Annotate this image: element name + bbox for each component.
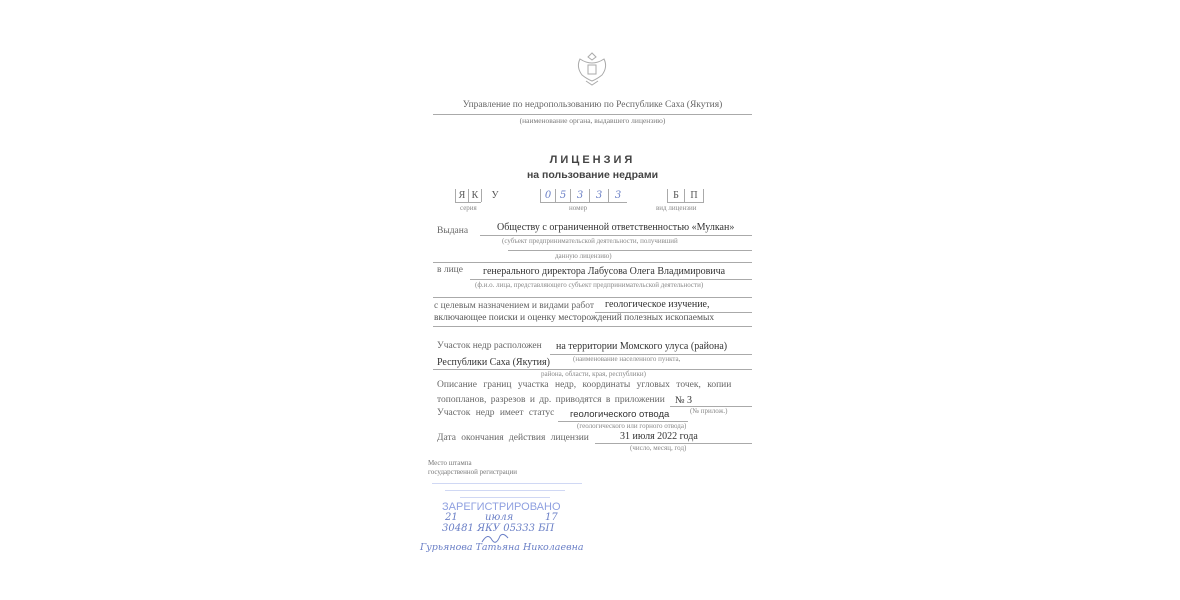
document-title: ЛИЦЕНЗИЯ [549, 154, 636, 166]
stamp-place-label: Место штампа [428, 459, 472, 467]
stamp-date-month: июля [485, 512, 514, 523]
stamp-date-year: 17 [545, 512, 558, 523]
number-digit: 3 [608, 189, 627, 203]
registrar-name: Гурьянова Татьяна Николаевна [420, 542, 584, 553]
registration-number: 30481 ЯКУ 05333 БП [442, 523, 555, 534]
series-char: У [481, 189, 508, 202]
type-char: Б [667, 189, 684, 203]
appendix-value: № 3 [675, 395, 693, 406]
signature-mark [481, 533, 509, 543]
document-subtitle: на пользование недрами [526, 169, 659, 181]
status-caption: (геологического или горного отвода) [577, 422, 687, 430]
person-label: в лице [437, 265, 463, 275]
series-char: Я [455, 189, 468, 203]
expiry-label: Дата окончания действия лицензии [437, 433, 589, 443]
appendix-caption: (№ прилож.) [690, 407, 728, 415]
location-value-1: на территории Момского улуса (района) [556, 341, 728, 352]
purpose-value-1: геологическое изучение, [605, 299, 710, 310]
boundary-text-2: топопланов, разрезов и др. приводятся в … [437, 395, 665, 405]
location-label: Участок недр расположен [437, 341, 542, 351]
number-digit: 0 [540, 189, 555, 203]
issued-caption-2: данную лицензию) [555, 252, 612, 260]
stamp-title: ЗАРЕГИСТРИРОВАНО [442, 501, 561, 513]
series-char: К [468, 189, 481, 203]
person-caption: (ф.и.о. лица, представляющего субъект пр… [475, 281, 704, 289]
expiry-value: 31 июля 2022 года [620, 431, 698, 442]
status-label: Участок недр имеет статус [437, 408, 555, 418]
type-label: вид лицензии [656, 204, 697, 212]
stamp-place-label-2: государственной регистрации [428, 468, 517, 476]
number-label: номер [569, 204, 588, 212]
expiry-caption: (число, месяц, год) [630, 444, 687, 452]
location-caption-2: района, области, края, республики) [541, 370, 646, 378]
number-digit: 3 [589, 189, 608, 203]
status-value: геологического отвода [570, 409, 670, 420]
issued-to-value: Обществу с ограниченной ответственностью… [497, 222, 735, 233]
number-digit: 3 [570, 189, 589, 203]
authority-caption: (наименование органа, выдавшего лицензию… [519, 116, 666, 125]
issuing-authority: Управление по недропользованию по Респуб… [462, 100, 723, 110]
location-caption-1: (наименование населенного пункта, [573, 355, 681, 363]
number-digit: 5 [555, 189, 570, 203]
purpose-label: с целевым назначением и видами работ [434, 301, 594, 311]
boundary-text-1: Описание границ участка недр, координаты… [437, 380, 732, 390]
series-label: серия [460, 204, 477, 212]
issued-label: Выдана [437, 226, 469, 236]
person-value: генерального директора Лабусова Олега Вл… [483, 266, 726, 277]
purpose-value-2: включающее поиски и оценку месторождений… [434, 313, 715, 323]
type-char: П [684, 189, 704, 203]
issued-caption: (субъект предпринимательской деятельност… [502, 237, 678, 245]
stamp-date-day: 21 [445, 512, 458, 523]
location-value-2: Республики Саха (Якутия) [437, 357, 550, 368]
coat-of-arms-emblem [577, 52, 607, 86]
